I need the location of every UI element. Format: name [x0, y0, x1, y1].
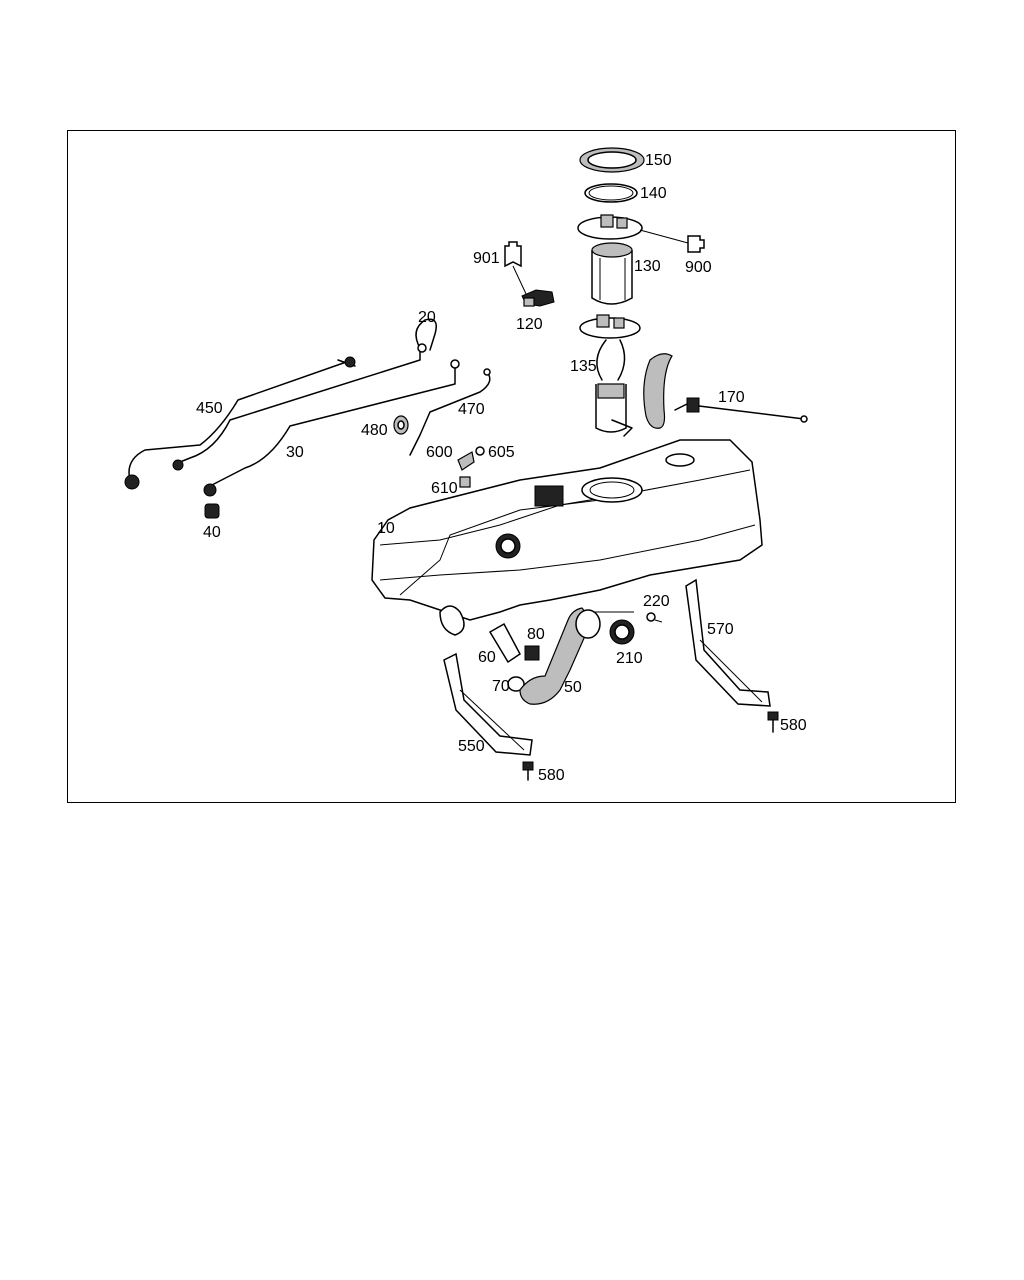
label-60: 60 — [478, 649, 496, 666]
label-150: 150 — [645, 152, 672, 169]
part-140-seal-ring — [584, 183, 638, 203]
part-610-clip — [459, 476, 471, 488]
part-220-screw — [646, 612, 663, 623]
label-450: 450 — [196, 400, 223, 417]
label-20: 20 — [418, 309, 436, 326]
label-80: 80 — [527, 626, 545, 643]
label-170: 170 — [718, 389, 745, 406]
label-140: 140 — [640, 185, 667, 202]
part-120-pressure-sensor — [521, 289, 555, 307]
label-550: 550 — [458, 738, 485, 755]
part-600-bracket — [457, 451, 475, 471]
part-20-fuel-line — [172, 318, 437, 471]
part-filler-hose-upper — [643, 353, 673, 429]
label-220: 220 — [643, 593, 670, 610]
label-900: 900 — [685, 259, 712, 276]
label-40: 40 — [203, 524, 221, 541]
part-570-tank-strap — [685, 578, 771, 707]
label-901: 901 — [473, 250, 500, 267]
part-40-clip — [204, 503, 220, 519]
label-580-bottom: 580 — [538, 767, 565, 784]
label-30: 30 — [286, 444, 304, 461]
label-570: 570 — [707, 621, 734, 638]
part-450-fuel-line — [124, 356, 356, 490]
label-120: 120 — [516, 316, 543, 333]
label-610: 610 — [431, 480, 458, 497]
part-550-tank-strap — [443, 652, 533, 756]
part-480-grommet — [393, 415, 409, 435]
part-80-clamp — [524, 645, 540, 661]
part-900-connector — [687, 235, 705, 253]
label-605: 605 — [488, 444, 515, 461]
part-135-pump-assembly — [579, 314, 641, 437]
part-30-fuel-line — [203, 359, 460, 497]
part-210-filler-cap — [593, 611, 635, 645]
part-10-fuel-tank — [371, 439, 763, 636]
label-470: 470 — [458, 401, 485, 418]
label-210: 210 — [616, 650, 643, 667]
part-50-filler-neck — [519, 607, 601, 705]
part-150-flange-ring — [579, 147, 645, 173]
part-580-bolt-a — [522, 761, 534, 781]
label-10: 10 — [377, 520, 395, 537]
part-470-vent-line — [409, 368, 491, 456]
part-70-clamp-ring — [507, 676, 525, 692]
part-901-connector — [504, 241, 528, 297]
part-605-nut — [475, 446, 485, 456]
part-60-hose — [488, 622, 521, 664]
part-580-bolt-b — [767, 711, 779, 733]
label-130: 130 — [634, 258, 661, 275]
label-50: 50 — [564, 679, 582, 696]
label-600: 600 — [426, 444, 453, 461]
label-480: 480 — [361, 422, 388, 439]
part-130-fuel-pump — [577, 214, 689, 305]
diagram-frame — [67, 130, 956, 803]
label-70: 70 — [492, 678, 510, 695]
label-135: 135 — [570, 358, 597, 375]
label-580-right: 580 — [780, 717, 807, 734]
part-170-level-sensor — [674, 397, 808, 423]
